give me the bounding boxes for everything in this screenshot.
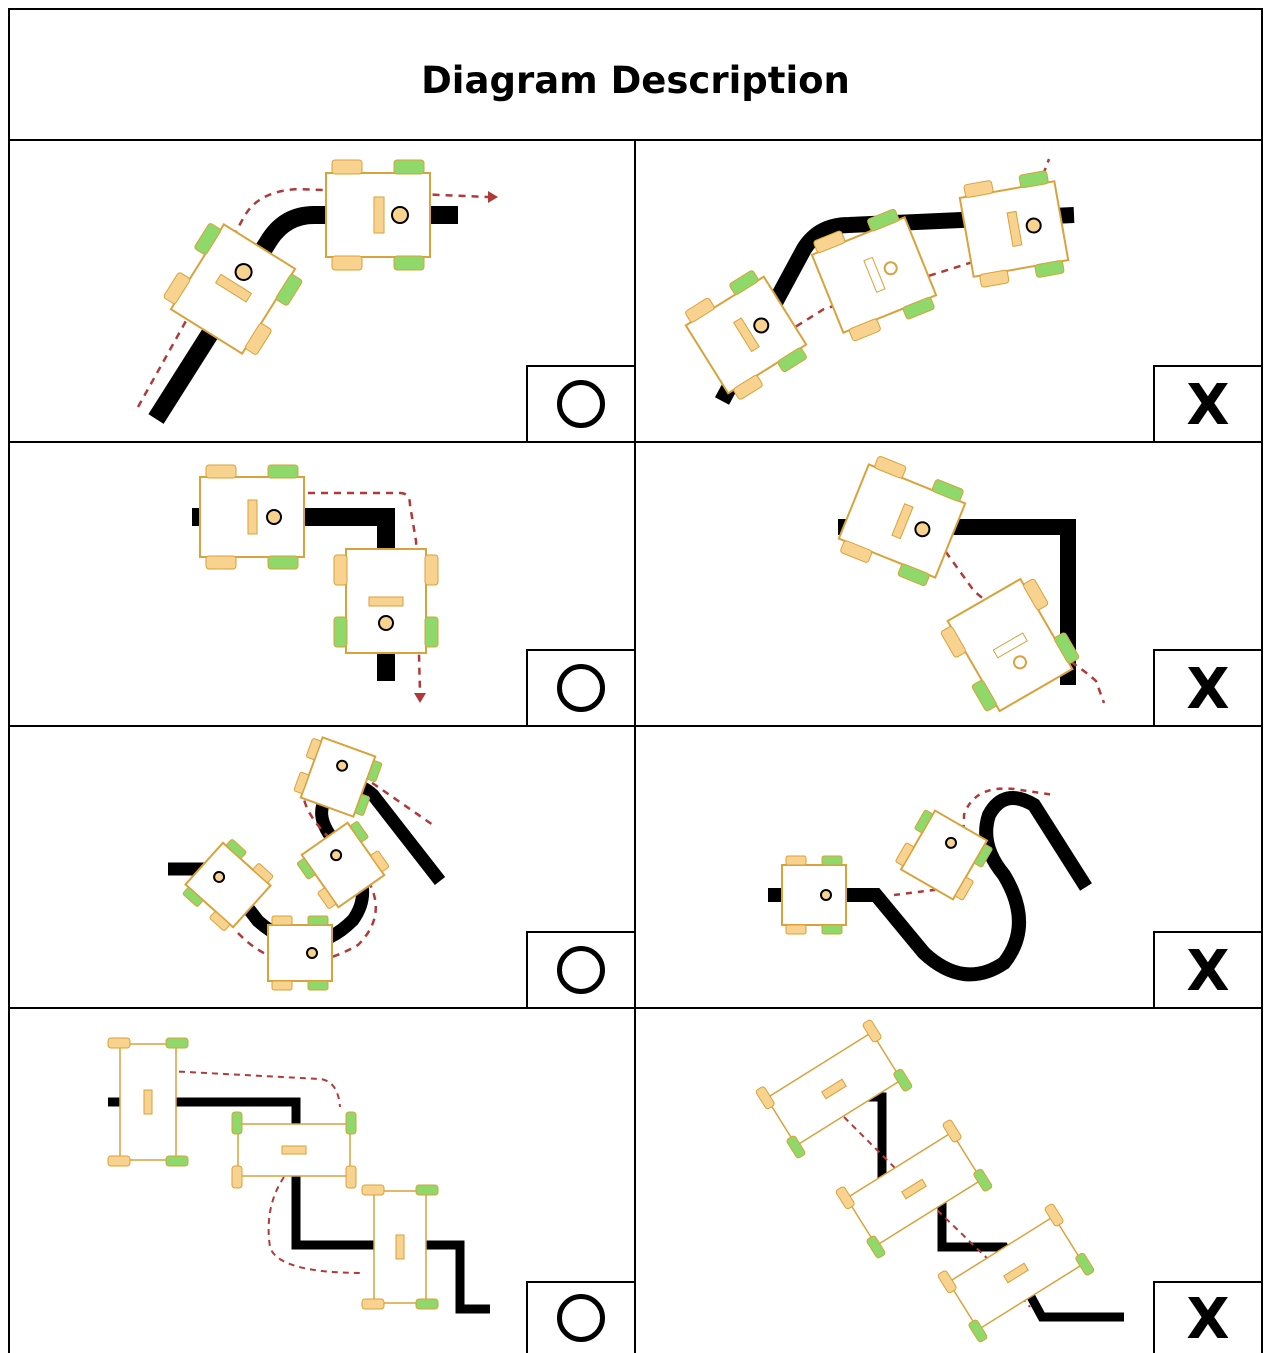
correct-badge	[526, 649, 634, 725]
line-follow-illustration	[837, 455, 1106, 713]
correct-badge	[526, 1281, 634, 1353]
correct-badge	[526, 365, 634, 441]
line-follow-illustration	[768, 787, 1092, 982]
track-line	[714, 207, 1075, 405]
correct-badge	[526, 931, 634, 1007]
track-line	[148, 206, 458, 424]
line-follow-illustration	[136, 159, 498, 424]
incorrect-badge: X	[1153, 931, 1261, 1007]
line-follow-illustration	[684, 158, 1075, 405]
path-arrow	[936, 540, 1106, 704]
path-arrow	[136, 187, 489, 408]
incorrect-badge: X	[1153, 1281, 1261, 1353]
track-line	[768, 790, 1092, 982]
panel-right-angle-turn-correct	[8, 441, 636, 727]
incorrect-badge: X	[1153, 649, 1261, 725]
incorrect-badge: X	[1153, 365, 1261, 441]
path-arrowhead	[488, 191, 498, 203]
track-line	[774, 1092, 1124, 1322]
robot-group	[182, 839, 274, 931]
line-follow-illustration	[107, 1037, 490, 1314]
line-follow-illustration	[755, 1019, 1124, 1343]
header: Diagram Description	[8, 8, 1263, 141]
path-arrow	[308, 491, 422, 694]
circle-o-icon	[557, 664, 605, 712]
path-arrow	[843, 1116, 1031, 1308]
panel-right-angle-turn-incorrect: X	[634, 441, 1263, 727]
x-mark: X	[1186, 1287, 1230, 1352]
panel-s-curve-correct	[8, 725, 636, 1009]
x-mark: X	[1186, 657, 1230, 722]
x-mark: X	[1186, 373, 1230, 438]
circle-o-icon	[557, 1294, 605, 1342]
circle-o-icon	[557, 946, 605, 994]
panel-corner-turn-incorrect: X	[634, 139, 1263, 443]
path-arrow	[167, 1070, 365, 1274]
panel-zigzag-steps-incorrect: X	[634, 1007, 1263, 1353]
x-mark: X	[1186, 939, 1230, 1004]
page-title: Diagram Description	[421, 59, 850, 102]
path-arrowhead	[414, 693, 426, 703]
line-follow-illustration	[192, 464, 439, 703]
panel-s-curve-incorrect: X	[634, 725, 1263, 1009]
panel-zigzag-steps-correct	[8, 1007, 636, 1353]
panel-corner-turn-correct	[8, 139, 636, 443]
line-follow-illustration	[168, 736, 446, 991]
path-arrow	[893, 787, 1055, 897]
circle-o-icon	[557, 380, 605, 428]
